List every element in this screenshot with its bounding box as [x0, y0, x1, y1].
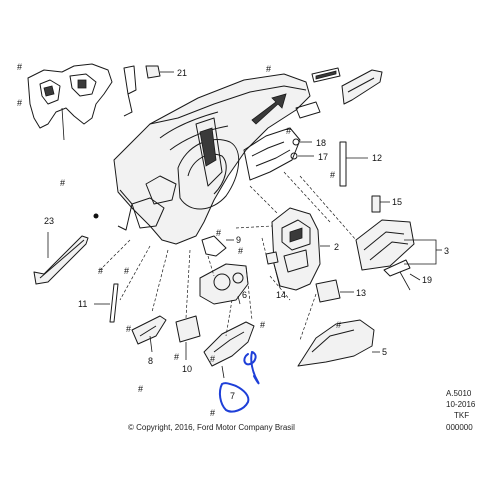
callout-23: 23	[44, 216, 54, 226]
hash-marker: #	[126, 324, 131, 334]
hash-marker: #	[210, 408, 215, 418]
callout-9: 9	[236, 235, 241, 245]
callout-2: 2	[334, 242, 339, 252]
reference-block: A.5010 10-2016 TKF 000000	[446, 389, 476, 432]
hash-marker: #	[138, 384, 143, 394]
hash-marker: #	[17, 98, 22, 108]
hash-marker: #	[98, 266, 103, 276]
strip-part-12	[339, 141, 368, 187]
callout-15: 15	[392, 197, 402, 207]
hash-marker: #	[17, 62, 22, 72]
clip-part-19	[383, 259, 421, 291]
hash-marker: #	[238, 246, 243, 256]
vertical-bracket	[123, 65, 137, 117]
hash-marker: #	[330, 170, 335, 180]
ref-date: 10-2016	[446, 400, 476, 409]
center-bezel-part-2	[271, 207, 330, 291]
callout-12: 12	[372, 153, 382, 163]
top-vent-strip	[311, 67, 341, 83]
callout-17: 17	[318, 152, 328, 162]
copyright-text: © Copyright, 2016, Ford Motor Company Br…	[128, 423, 295, 432]
lower-panel-part-7	[203, 321, 255, 379]
ref-code: A.5010	[446, 389, 472, 398]
side-trim-panel	[341, 69, 383, 105]
hash-marker: #	[174, 352, 179, 362]
assembly-guide-lines	[99, 171, 357, 341]
glove-box-part-3	[355, 219, 442, 271]
fastener-markers: # # # # # # # # # # # # # # # # #	[17, 62, 341, 418]
callout-18: 18	[316, 138, 326, 148]
hash-marker: #	[260, 320, 265, 330]
callout-5: 5	[382, 347, 387, 357]
hash-marker: #	[286, 126, 291, 136]
callout-11: 11	[78, 299, 87, 309]
callout-3: 3	[444, 246, 449, 256]
hash-marker: #	[60, 178, 65, 188]
knee-bolster-part-5	[297, 319, 380, 367]
hash-marker: #	[210, 354, 215, 364]
callout-13: 13	[356, 288, 366, 298]
callout-19: 19	[422, 275, 432, 285]
clip-part-21	[145, 65, 174, 79]
hash-marker: #	[266, 64, 271, 74]
ref-tag: TKF	[454, 411, 469, 420]
callout-7: 7	[230, 391, 235, 401]
callout-8: 8	[148, 356, 153, 366]
bullet-dot	[93, 213, 99, 219]
callout-10: 10	[182, 364, 192, 374]
switch-part-14	[265, 251, 281, 289]
cover-part-10	[175, 315, 201, 360]
rod-part-11	[94, 283, 119, 323]
bracket-part-8	[131, 315, 167, 353]
bracket-part-9	[201, 235, 234, 257]
callout-labels: 21 18 17 12 15 23 9 2 3 19 6 14 13 11 8 …	[44, 68, 449, 374]
screws-part-18-17	[290, 138, 314, 160]
annotation-scribble	[243, 351, 260, 385]
plate-part-13	[315, 279, 354, 303]
hash-marker: #	[216, 228, 221, 238]
left-bracket-assembly	[27, 63, 113, 141]
highlighted-callout-7: 7	[218, 351, 260, 413]
callout-21: 21	[177, 68, 187, 78]
hash-marker: #	[336, 320, 341, 330]
cluster-bezel-part-6	[199, 263, 249, 305]
side-strip-part-23	[33, 232, 89, 285]
dashboard-body	[113, 73, 321, 245]
fastener-part-15	[371, 195, 390, 213]
hash-marker: #	[124, 266, 129, 276]
callout-6: 6	[242, 290, 247, 300]
ref-number: 000000	[446, 423, 473, 432]
callout-14: 14	[276, 290, 286, 300]
